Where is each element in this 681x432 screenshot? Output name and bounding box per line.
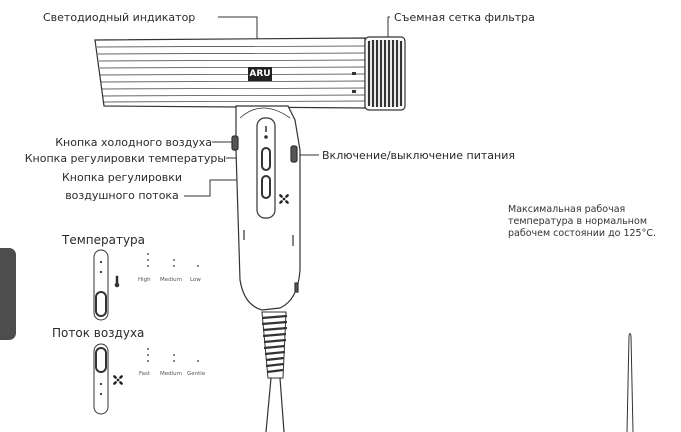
temperature-indicator-strip — [93, 249, 109, 321]
note-max-temp: Максимальная рабочая температура в норма… — [508, 204, 680, 240]
fan-icon — [113, 375, 123, 385]
label-airflow-button-1: Кнопка регулировки — [62, 171, 183, 184]
logo-box — [248, 67, 272, 81]
cord-spring — [261, 311, 288, 432]
label-power-toggle: Включение/выключение питания — [322, 149, 515, 162]
dryer-handle — [231, 105, 301, 311]
filter-mesh-icon — [364, 36, 406, 111]
airflow-level-fast: Fast — [139, 371, 151, 377]
label-airflow-button-2: воздушного потока — [65, 189, 179, 202]
leader-airflow — [184, 179, 262, 197]
leader-filter — [387, 16, 390, 42]
fan-icon — [279, 194, 289, 204]
airflow-level-gentle: Gentle — [187, 371, 206, 377]
airflow-panel-title: Поток воздуха — [52, 326, 145, 340]
note-line-1: Максимальная рабочая — [508, 204, 626, 215]
lock-icon — [352, 72, 356, 93]
side-tab — [0, 248, 16, 340]
airflow-indicator-strip — [93, 343, 109, 415]
airflow-level-medium: Medium — [160, 371, 182, 377]
temp-level-high: High — [138, 277, 151, 283]
dryer-head — [94, 37, 366, 109]
thermometer-icon — [114, 275, 120, 288]
airflow-level-dots — [147, 348, 199, 362]
label-temp-button: Кнопка регулировки температуры — [24, 152, 226, 165]
label-filter-mesh: Съемная сетка фильтра — [394, 11, 535, 24]
temperature-panel-title: Температура — [62, 233, 146, 247]
temp-level-medium: Medium — [160, 277, 182, 283]
temperature-level-dots — [147, 253, 199, 267]
label-cold-air-button: Кнопка холодного воздуха — [55, 136, 212, 149]
note-line-2: температура в нормальном — [508, 216, 648, 227]
temp-level-low: Low — [190, 277, 201, 283]
label-led-indicator: Светодиодный индикатор — [43, 11, 196, 24]
nozzle-outline — [626, 333, 634, 432]
logo-text: ARU — [249, 69, 271, 79]
note-line-3: рабочем состоянии до 125°C. — [508, 228, 657, 239]
